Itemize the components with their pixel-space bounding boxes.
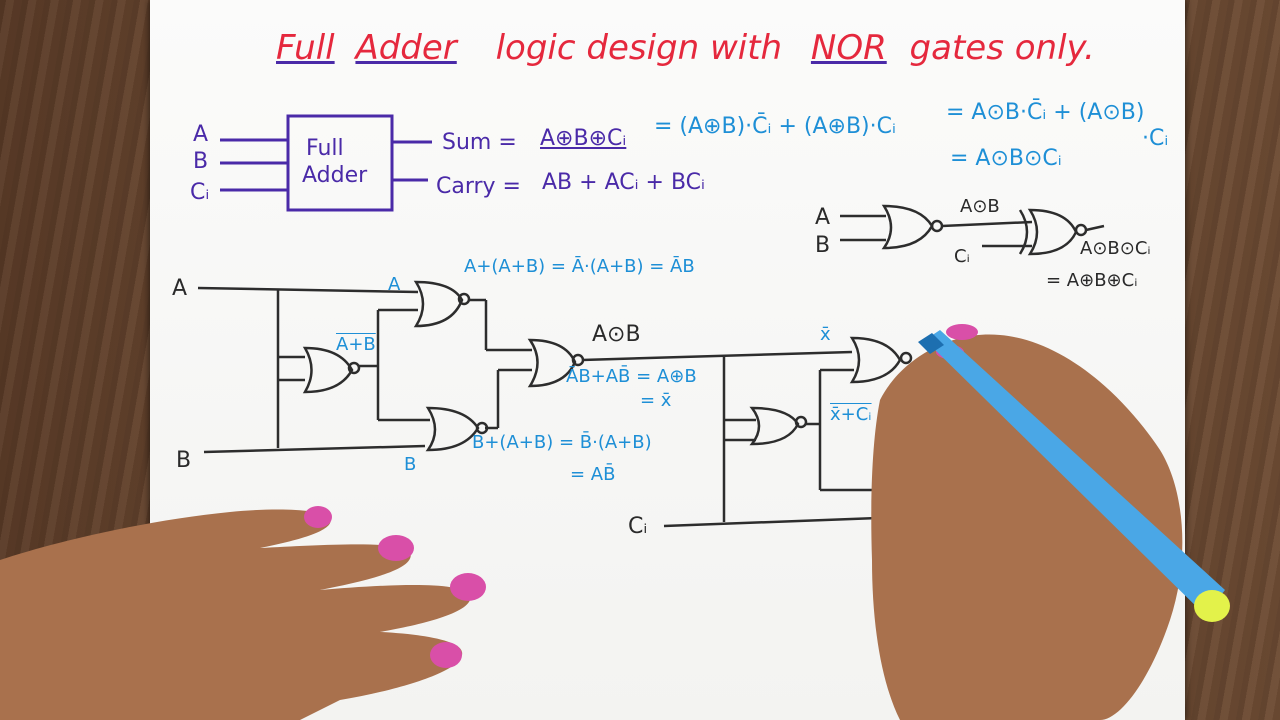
sum-ci-term: ·Cᵢ: [1142, 126, 1169, 151]
gate4-equation: ĀB+AB̄ = A⊕B: [566, 366, 697, 387]
gate2-equation: A+(A+B) = Ā·(A+B) = ĀB: [464, 256, 695, 277]
block-box-line1: Full: [306, 136, 344, 161]
nor-gate-4-bubble: [571, 353, 585, 367]
title-full: Full: [276, 28, 335, 68]
title-logic: logic design with: [495, 28, 783, 68]
sum-xnor-form: = A⊙B·C̄ᵢ + (A⊙B): [946, 100, 1145, 125]
nor-circuit: [197, 204, 1105, 528]
nor-gate-6: [849, 336, 902, 384]
mini-wire-out: [1085, 224, 1105, 232]
mini-gate-1: [881, 204, 934, 250]
left-hand: [0, 506, 486, 720]
gate4-output-label: A⊙B: [592, 322, 641, 347]
nor-gate-2-bubble: [457, 292, 471, 306]
nor-gate-4: [527, 338, 577, 388]
mini-gate-2-bubble: [1074, 223, 1088, 237]
mini-gate-2-back: [1018, 209, 1029, 255]
circuit-input-ci: Cᵢ: [628, 514, 648, 539]
gate2-label-a: A: [388, 274, 401, 295]
mini-output-eq: = A⊕B⊕Cᵢ: [1046, 270, 1138, 291]
circuit-input-a: A: [172, 276, 188, 301]
nor-gate-3-bubble: [475, 421, 489, 435]
x-plus-ci-label: x̄+Cᵢ: [830, 404, 872, 425]
sum-final: = A⊙B⊙Cᵢ: [950, 146, 1062, 171]
mini-gate-2: [1027, 208, 1078, 256]
mini-gate-1-bubble: [930, 219, 944, 233]
full-adder-block: [220, 114, 432, 212]
gate3-equation-result: = AB̄: [570, 464, 616, 485]
sum-expression: A⊕B⊕Cᵢ: [540, 126, 627, 151]
sum-expansion: = (A⊕B)·C̄ᵢ + (A⊕B)·Cᵢ: [654, 114, 896, 139]
nor-gate-5: [749, 406, 800, 446]
gate3-equation: B+(A+B) = B̄·(A+B): [472, 432, 652, 453]
carry-expression: AB + ACᵢ + BCᵢ: [542, 170, 705, 195]
title-nor: NOR: [810, 28, 887, 68]
wire-a: [197, 286, 419, 294]
title-rest: gates only.: [909, 28, 1095, 68]
mini-output: A⊙B⊙Cᵢ: [1080, 238, 1151, 259]
wire-ci: [663, 516, 879, 528]
sum-label: Sum =: [442, 130, 517, 155]
wire-b: [203, 444, 426, 454]
carry-label: Carry =: [436, 174, 521, 199]
mini-label-aob: A⊙B: [960, 196, 1000, 217]
mini-label-b: B: [815, 233, 831, 258]
title-adder: Adder: [355, 28, 457, 68]
nor-gate-5-bubble: [794, 415, 808, 429]
blue-marker-pen: [918, 330, 1230, 622]
nor-gate-6-bubble: [899, 351, 913, 365]
mini-label-a: A: [815, 205, 831, 230]
block-input-a: A: [193, 122, 209, 147]
gate1-output-label: A+B: [336, 334, 376, 355]
xbar-label: x̄: [820, 324, 831, 345]
mini-label-ci: Cᵢ: [954, 246, 970, 267]
block-box-line2: Adder: [302, 163, 368, 188]
block-input-c: Cᵢ: [190, 180, 210, 205]
nor-gate-1-bubble: [347, 361, 361, 375]
nor-gate-2: [413, 280, 464, 328]
nor-gate-1: [302, 346, 354, 394]
nor-gate-3: [425, 406, 480, 452]
gate3-label-b: B: [404, 454, 417, 475]
gate4-equation-result: = x̄: [640, 390, 672, 411]
wire-aob: [581, 350, 853, 362]
circuit-input-b: B: [176, 448, 192, 473]
mini-wire-aob: [941, 220, 1033, 228]
block-input-b: B: [193, 149, 209, 174]
page-title: Full Adder logic design with NOR gates o…: [276, 28, 1095, 68]
